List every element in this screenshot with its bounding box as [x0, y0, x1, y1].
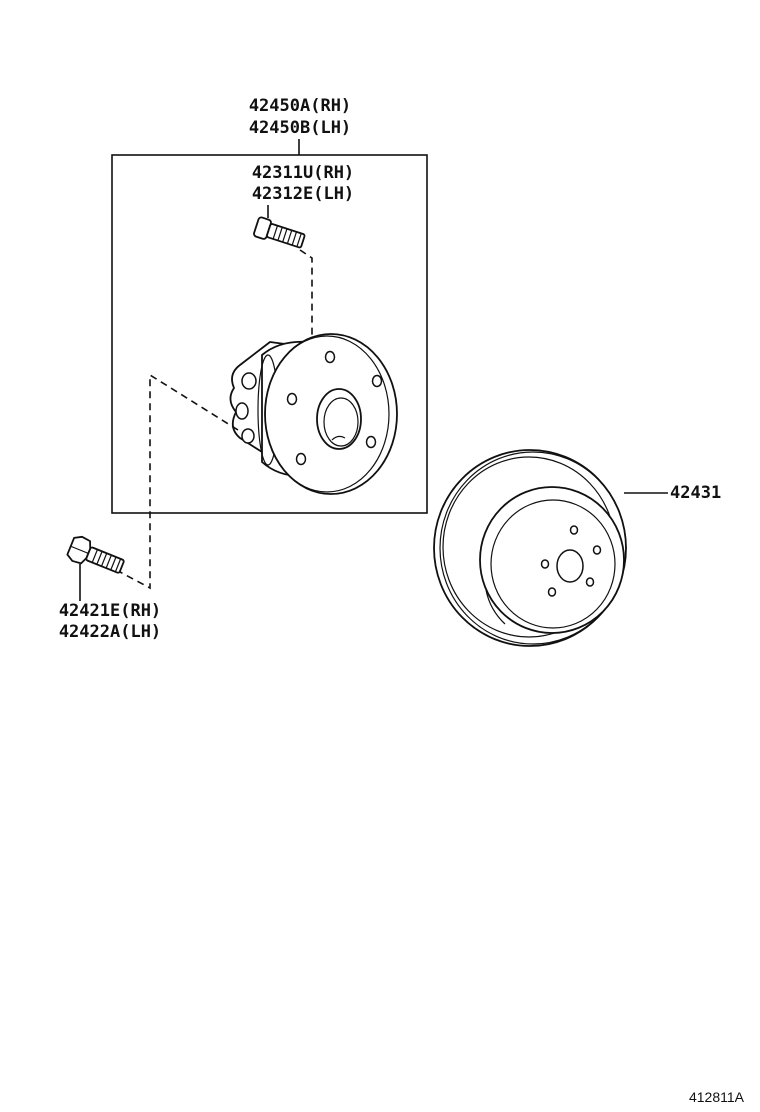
label-hub-assembly-rh: 42450A(RH) [249, 96, 351, 116]
assembly-line-mount-bolt [119, 373, 239, 590]
mount-bolt [66, 535, 125, 601]
callout-hub-bolt: 42311U(RH) 42312E(LH) [252, 163, 354, 218]
label-mount-bolt-lh: 42422A(LH) [59, 622, 161, 642]
hub-bearing-assembly [229, 333, 398, 495]
assembly-frame [111, 154, 428, 514]
assembly-line-hub-bolt [299, 249, 313, 345]
label-disc: 42431 [670, 483, 721, 503]
callout-mount-bolt: 42421E(RH) 42422A(LH) [59, 601, 161, 642]
brake-disc [433, 449, 627, 647]
callout-disc: 42431 [624, 483, 721, 503]
label-hub-bolt-rh: 42311U(RH) [252, 163, 354, 183]
figure-id: 412811A [689, 1089, 745, 1105]
callout-hub-assembly: 42450A(RH) 42450B(LH) [249, 96, 351, 155]
hub-bolt [253, 216, 306, 249]
label-hub-bolt-lh: 42312E(LH) [252, 184, 354, 204]
label-mount-bolt-rh: 42421E(RH) [59, 601, 161, 621]
label-hub-assembly-lh: 42450B(LH) [249, 118, 351, 138]
